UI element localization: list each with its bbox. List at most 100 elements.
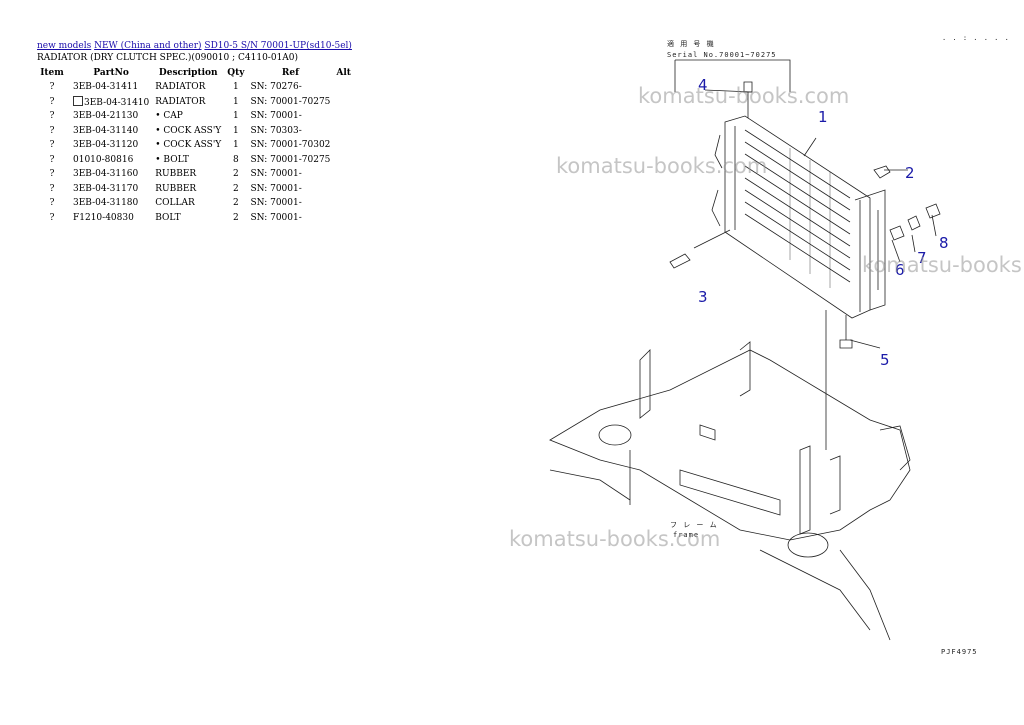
cell-partno: F1210-40830 [73,212,134,223]
cell-partno: 3EB-04-31411 [73,82,139,93]
cell-item: ? [49,96,55,107]
table-row: ? 3EB-04-31410 RADIATOR 1 SN: 70001-70275 [34,95,354,110]
frame-note-jp: フ レ ー ム [670,521,718,529]
cell-partno: 3EB-04-31410 [70,95,152,110]
cell-description: • BOLT [155,154,189,165]
cell-alt [333,196,354,211]
callout-6: 6 [895,261,905,279]
watermark: komatsu-books.com [638,84,850,108]
cell-partno: 3EB-04-31120 [73,140,139,151]
breadcrumb: new models NEW (China and other) SD10-5 … [37,40,457,52]
cell-description: COLLAR [155,198,195,209]
table-row: ? 3EB-04-31170 RUBBER 2 SN: 70001- [34,182,354,197]
table-row: ? 01010-80816 • BOLT 8 SN: 70001-70275 [34,153,354,168]
table-row: ? 3EB-04-31411 RADIATOR 1 SN: 70276- [34,80,354,95]
cell-partno: 3EB-04-31170 [73,183,139,194]
cell-qty: 1 [233,140,239,151]
cell-description: • COCK ASS'Y [155,125,222,136]
callout-3: 3 [698,288,708,306]
cell-partno: 3EB-04-31180 [73,198,139,209]
diagram-serial-header: Serial No.70001~70275 [667,51,777,59]
callout-5: 5 [880,351,890,369]
breadcrumb-link-model[interactable]: SD10-5 S/N 70001-UP(sd10-5el) [204,41,352,51]
cell-item: ? [49,212,55,223]
cell-qty: 2 [233,212,239,223]
cell-alt [333,153,354,168]
cell-qty: 2 [233,183,239,194]
cell-description: RUBBER [155,169,197,180]
cell-qty: 2 [233,169,239,180]
cell-ref: SN: 70001- [250,169,302,180]
cell-qty: 1 [233,125,239,136]
parts-table: Item PartNo Description Qty Ref Alt ? 3EB… [34,66,354,225]
cell-ref: SN: 70001-70275 [250,154,331,165]
cell-item: ? [49,111,55,122]
column-header-qty: Qty [227,68,245,78]
cell-partno: 3EB-04-31140 [73,125,139,136]
table-row: ? 3EB-04-21130 • CAP 1 SN: 70001- [34,109,354,124]
cell-partno: 3EB-04-21130 [73,111,139,122]
cell-ref: SN: 70001-70275 [250,96,331,107]
watermark: komatsu-books [862,253,1022,277]
cell-ref: SN: 70001- [250,111,302,122]
cell-alt [333,167,354,182]
cell-qty: 2 [233,198,239,209]
cell-description: RADIATOR [155,82,206,93]
cell-item: ? [49,154,55,165]
cell-alt [333,211,354,226]
cell-ref: SN: 70001- [250,198,302,209]
breadcrumb-link-new-models[interactable]: new models [37,41,92,51]
exploded-parts-diagram: 4 1 2 3 5 6 7 8 [540,30,1010,670]
callout-8: 8 [939,234,949,252]
frame-note: frame [673,531,700,539]
column-header-alt: Alt [336,68,351,78]
cell-qty: 1 [233,82,239,93]
cell-description: • CAP [155,111,183,122]
cell-qty: 8 [233,154,239,165]
cell-alt [333,138,354,153]
page-title: RADIATOR (DRY CLUTCH SPEC.)(090010 ; C41… [37,53,299,63]
cell-description: RUBBER [155,183,197,194]
column-header-description: Description [158,68,218,78]
parts-list-panel: new models NEW (China and other) SD10-5 … [37,40,457,225]
cell-qty: 1 [233,96,239,107]
column-header-partno: PartNo [93,68,129,78]
row-checkbox[interactable] [73,95,83,106]
cell-partno: 01010-80816 [73,154,134,165]
cell-alt [333,80,354,95]
callout-2: 2 [905,164,915,182]
cell-item: ? [49,183,55,194]
diagram-code: PJF4975 [941,648,978,656]
cell-ref: SN: 70303- [250,125,302,136]
cell-alt [333,124,354,139]
cell-item: ? [49,169,55,180]
cell-ref: SN: 70276- [250,82,302,93]
table-row: ? 3EB-04-31160 RUBBER 2 SN: 70001- [34,167,354,182]
cell-partno: 3EB-04-31160 [73,169,139,180]
cell-ref: SN: 70001-70302 [250,140,331,151]
cell-ref: SN: 70001- [250,183,302,194]
column-header-item: Item [40,68,64,78]
cell-alt [333,95,354,110]
diagram-corner-mark: . . : . . . . [942,34,1010,42]
cell-item: ? [49,198,55,209]
cell-item: ? [49,82,55,93]
table-header-row: Item PartNo Description Qty Ref Alt [34,66,354,80]
part-number: 3EB-04-31410 [84,97,150,108]
cell-qty: 1 [233,111,239,122]
cell-description: RADIATOR [155,96,206,107]
watermark: komatsu-books.com [509,527,721,551]
radiator-drawing: 4 1 2 3 5 6 7 8 [549,59,949,641]
cell-description: BOLT [155,212,181,223]
callout-1: 1 [818,108,828,126]
callout-4: 4 [698,76,708,94]
diagram-serial-header-jp: 適 用 号 機 [667,40,715,48]
cell-item: ? [49,140,55,151]
breadcrumb-link-region[interactable]: NEW (China and other) [94,41,202,51]
cell-alt [333,182,354,197]
column-header-ref: Ref [281,68,299,78]
callout-7: 7 [917,249,927,267]
